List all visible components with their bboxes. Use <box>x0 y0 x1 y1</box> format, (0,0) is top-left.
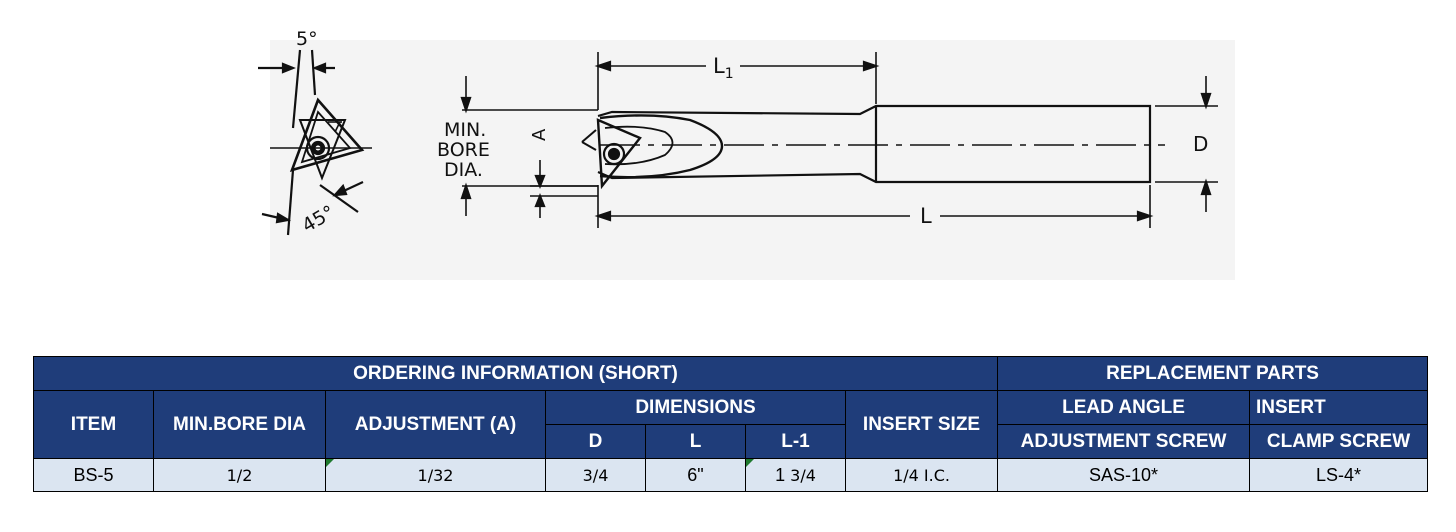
l1-whole: 1 <box>775 464 786 485</box>
insert-size-cell: 1/4 I.C. <box>844 458 999 492</box>
adjustment-value: 1/32 <box>417 465 454 485</box>
min-bore-cell: 1/2 <box>153 458 326 492</box>
insert-end-view <box>258 49 372 236</box>
lead-angle-header: LEAD ANGLE <box>997 390 1251 425</box>
a-label: A <box>529 128 550 141</box>
l1-label: L1 <box>713 54 734 82</box>
ordering-information-header: ORDERING INFORMATION (SHORT) <box>32 356 999 391</box>
clamp-screw-cell: LS-4* <box>1249 458 1429 492</box>
replacement-parts-header: REPLACEMENT PARTS <box>997 356 1429 391</box>
l1-fraction: 3/4 <box>790 465 816 485</box>
drawing-background <box>270 40 1235 280</box>
d-header: D <box>545 424 646 459</box>
cell-comment-marker-icon <box>326 459 334 467</box>
item-header: ITEM <box>33 390 154 459</box>
adjustment-screw-cell: SAS-10* <box>997 458 1251 492</box>
l-cell: 6" <box>645 458 746 492</box>
l-header: L <box>645 424 746 459</box>
min-bore-dia-header: MIN.BORE DIA <box>153 390 326 459</box>
l-label: L <box>920 204 932 228</box>
clamp-screw-header: CLAMP SCREW <box>1249 424 1429 459</box>
l1-cell: 1 3/4 <box>745 458 846 492</box>
insert-size-header: INSERT SIZE <box>844 390 999 459</box>
min-bore-label-line-1: MIN. <box>444 119 486 141</box>
angle-5-label: 5° <box>296 28 318 50</box>
d-cell: 3/4 <box>545 458 646 492</box>
l1-header: L-1 <box>745 424 846 459</box>
table-row: BS-5 1/2 1/32 3/4 6" 1 3/4 1/4 I.C. SAS-… <box>33 458 1429 492</box>
dimensions-header: DIMENSIONS <box>545 390 846 425</box>
adjustment-cell: 1/32 <box>325 458 546 492</box>
item-cell: BS-5 <box>33 458 154 492</box>
adjustment-screw-header: ADJUSTMENT SCREW <box>997 424 1251 459</box>
ordering-information-table: ORDERING INFORMATION (SHORT) REPLACEMENT… <box>32 356 1429 492</box>
boring-bar-side-view <box>460 52 1218 228</box>
adjustment-header: ADJUSTMENT (A) <box>325 390 546 459</box>
boring-bar-technical-drawing: 5° 45° <box>258 28 1235 280</box>
min-bore-label-line-2: BORE <box>437 139 490 161</box>
min-bore-label-line-3: DIA. <box>444 159 483 181</box>
insert-header: INSERT <box>1249 390 1429 425</box>
d-label: D <box>1193 132 1208 156</box>
cell-comment-marker-icon <box>746 459 754 467</box>
